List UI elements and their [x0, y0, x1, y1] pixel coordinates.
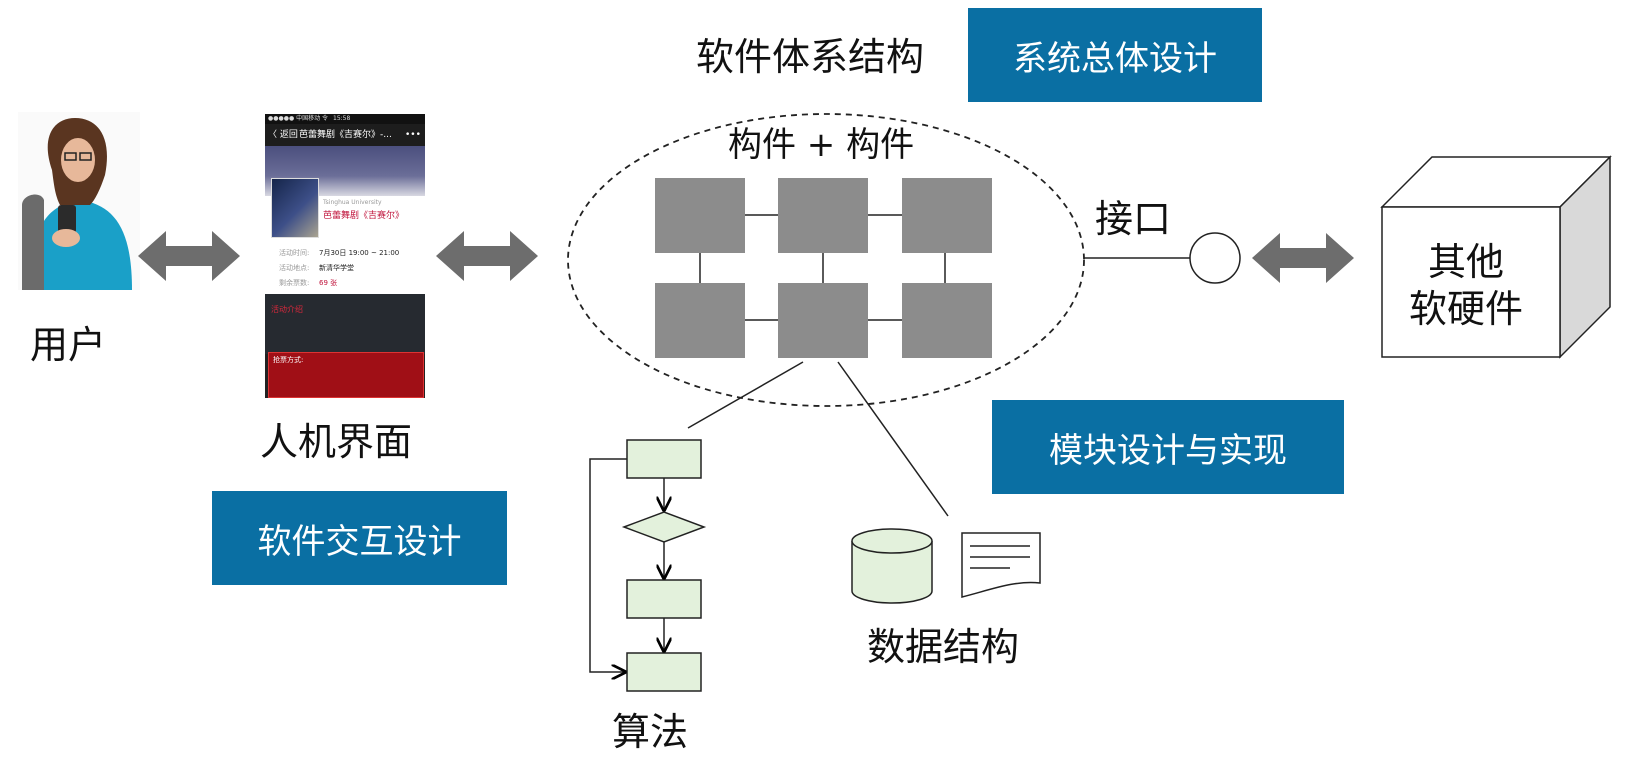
- components-label: 构件 + 构件: [728, 125, 915, 165]
- cube-icon: [1380, 155, 1612, 359]
- component-connectors: [699, 214, 946, 321]
- algorithm-flowchart: [589, 439, 707, 692]
- phone-back-link[interactable]: 〈 返回: [268, 130, 298, 140]
- phone-more-icon[interactable]: •••: [405, 130, 421, 140]
- data-structure-label: 数据结构: [867, 625, 1020, 669]
- hmi-label: 人机界面: [260, 420, 413, 464]
- architecture-label: 软件体系结构: [696, 35, 925, 79]
- database-cylinder-icon: [851, 528, 933, 604]
- interaction-design-box: 软件交互设计: [212, 491, 507, 585]
- phone-row1-value: 7月30日 19:00 ~ 21:00: [319, 249, 400, 257]
- user-label: 用户: [30, 323, 107, 367]
- phone-carrier: ●●●●● 中国移动 令: [268, 115, 328, 122]
- architecture-boundary: [567, 113, 1085, 407]
- document-icon: [961, 532, 1041, 598]
- component-block: [655, 283, 745, 358]
- phone-ticket-panel: [268, 352, 424, 398]
- phone-row3-label: 剩余票数:: [279, 279, 310, 287]
- phone-row3-value: 69 张: [319, 279, 338, 287]
- phone-event-thumbnail: [271, 178, 319, 238]
- phone-nav-bar: 〈 返回 芭蕾舞剧《吉赛尔》-... •••: [265, 124, 425, 146]
- interface-label: 接口: [1095, 197, 1172, 241]
- component-block: [778, 178, 868, 253]
- other-label-line2: 软硬件: [1409, 287, 1524, 331]
- algorithm-label: 算法: [612, 710, 689, 754]
- component-block: [902, 178, 992, 253]
- component-block: [778, 283, 868, 358]
- phone-row2-value: 新清华学堂: [319, 264, 354, 272]
- phone-university: Tsinghua University: [323, 199, 382, 206]
- phone-title: 芭蕾舞剧《吉赛尔》-...: [299, 130, 392, 140]
- phone-row1-label: 活动时间:: [279, 249, 310, 257]
- interface-circle-icon: [1189, 232, 1241, 284]
- phone-ticket-head: 抢票方式:: [273, 356, 304, 364]
- phone-time: 15:58: [333, 115, 351, 122]
- double-arrow-icon: [436, 231, 538, 281]
- phone-intro-section: [265, 294, 425, 354]
- phone-status-bar: ●●●●● 中国移动 令 15:58: [265, 114, 425, 124]
- double-arrow-icon: [138, 231, 240, 281]
- algorithm-pointer: [687, 361, 804, 429]
- system-design-box: 系统总体设计: [968, 8, 1262, 102]
- phone-event-title: 芭蕾舞剧《吉赛尔》: [323, 211, 405, 221]
- phone-section-title: 活动介绍: [271, 305, 303, 314]
- double-arrow-icon: [1252, 233, 1354, 283]
- other-label-line1: 其他: [1428, 240, 1505, 284]
- component-block: [655, 178, 745, 253]
- user-photo: [18, 112, 140, 290]
- component-block: [902, 283, 992, 358]
- phone-screenshot: ●●●●● 中国移动 令 15:58 〈 返回 芭蕾舞剧《吉赛尔》-... ••…: [265, 114, 425, 398]
- data-structure-pointer: [837, 361, 949, 517]
- phone-row2-label: 活动地点:: [279, 264, 310, 272]
- module-design-box: 模块设计与实现: [992, 400, 1344, 494]
